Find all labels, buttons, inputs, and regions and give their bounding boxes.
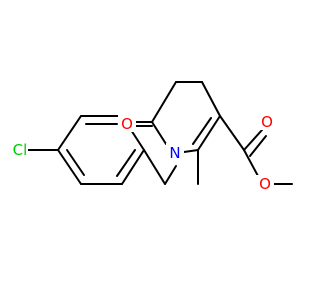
bond-c6-c5	[151, 81, 177, 123]
atom-labels: Cl N O O O	[8, 112, 276, 193]
bond-ester-c-o-single	[243, 149, 259, 177]
bond-ester-c-o-double-2	[249, 135, 267, 157]
bond-c3-c2-inner	[192, 117, 212, 145]
atom-o-ester-double: O	[258, 112, 276, 131]
bond-ring-d	[121, 149, 145, 185]
bond-ring-d-inner	[116, 149, 136, 177]
bonds	[26, 81, 293, 185]
bond-c4-c3	[201, 81, 221, 117]
cl-label: Cl	[13, 141, 28, 159]
atom-o-ester-single: O	[256, 175, 274, 193]
bond-ester-c-o-double-1	[243, 129, 263, 151]
bond-c2-n	[183, 149, 199, 153]
bond-c3-c2	[197, 115, 221, 151]
bond-n-c6	[151, 121, 167, 145]
bond-c3-ester-c	[219, 115, 245, 151]
atom-o-carbonyl: O	[118, 114, 136, 133]
atom-cl: Cl	[8, 140, 28, 160]
bond-ch2-n	[164, 165, 177, 185]
atom-n: N	[166, 143, 184, 162]
carbonyl-oxygen-label: O	[121, 115, 133, 133]
bond-ring-a	[57, 115, 82, 151]
molecule-structure-diagram: Cl N O O O	[8, 81, 293, 193]
bond-ch2-ring	[143, 149, 166, 185]
bond-ring-f	[57, 149, 82, 185]
bond-ring-f-inner	[66, 149, 85, 176]
ester-oxygen-label: O	[259, 175, 271, 193]
ester-carbonyl-oxygen-label: O	[261, 113, 273, 131]
n-label: N	[169, 144, 180, 162]
